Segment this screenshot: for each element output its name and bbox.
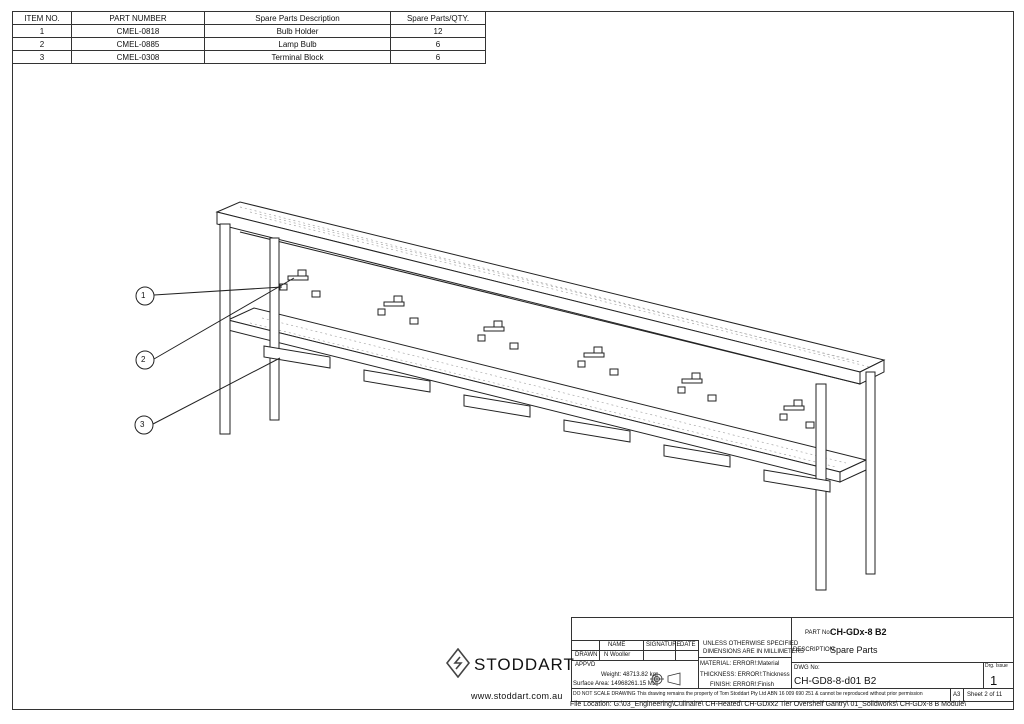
spare-parts-table: ITEM NO. PART NUMBER Spare Parts Descrip…: [12, 11, 486, 64]
issue-label: Drg. Issue: [985, 663, 1008, 669]
balloon-label: 3: [140, 420, 145, 429]
table-header-row: ITEM NO. PART NUMBER Spare Parts Descrip…: [12, 11, 486, 25]
tolerance-note-2: DIMENSIONS ARE IN MILLIMETERS: [703, 649, 805, 655]
balloon-label: 1: [141, 291, 146, 300]
balloon: [135, 350, 155, 370]
finish: FINISH: ERROR!:Finish: [710, 682, 775, 688]
description: Spare Parts: [830, 645, 878, 655]
weight: Weight: 48713.82 kg: [601, 672, 656, 678]
signature-header: SIGNATURE: [646, 642, 681, 648]
drawn-name: N Wooller: [604, 652, 631, 658]
drawing-border: [12, 11, 1014, 710]
brand-name: STODDART: [474, 655, 575, 674]
issue-number: 1: [990, 673, 998, 688]
property-note: This drawing remains the property of Tom…: [637, 691, 923, 697]
cell: 6: [390, 50, 486, 64]
balloon-label: 2: [141, 355, 146, 364]
lamp-units: [263, 345, 831, 493]
tolerance-note-1: UNLESS OTHERWISE SPECIFIED: [703, 641, 799, 647]
sheet-number: Sheet 2 of 11: [967, 692, 1003, 698]
cell: CMEL-0308: [71, 50, 205, 64]
date-header: DATE: [680, 642, 696, 648]
drawn-label: DRAWN: [575, 652, 598, 658]
material: MATERIAL: ERROR!:Material: [700, 661, 780, 667]
part-number: CH-GDx-8 B2: [830, 627, 887, 637]
stoddart-logo-icon: [446, 648, 470, 678]
file-location: File Location: G:\03_Engineering\Culinai…: [570, 701, 967, 708]
do-not-scale: DO NOT SCALE DRAWING: [573, 691, 636, 697]
drawing-number: CH-GD8-8-d01 B2: [794, 676, 877, 687]
surface-area: Surface Area: 14968261.15 M2: [573, 681, 657, 687]
website: www.stoddart.com.au: [471, 691, 563, 701]
name-header: NAME: [608, 642, 626, 648]
balloon: [135, 286, 155, 306]
thickness: THICKNESS: ERROR!:Thickness: [700, 672, 790, 678]
table-row: 1 CMEL-0818 Bulb Holder 12: [12, 24, 486, 38]
apprvd-label: APPVD: [575, 662, 596, 668]
sheet-size: A3: [953, 692, 961, 698]
part-no-label: PART No:: [805, 630, 832, 636]
table-row: 3 CMEL-0308 Terminal Block 6: [12, 50, 486, 64]
description-label: DESCRIPTION:: [793, 647, 836, 653]
bulb-holders: [279, 269, 815, 429]
dwg-no-label: DWG No:: [794, 665, 820, 671]
cell: Terminal Block: [204, 50, 391, 64]
balloon: [134, 415, 154, 435]
projection-symbol-icon: [650, 672, 681, 686]
